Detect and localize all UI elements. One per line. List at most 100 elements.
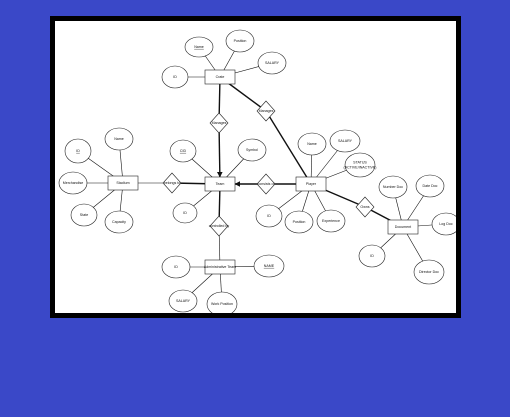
attribute-label: ID bbox=[370, 254, 374, 258]
relationship-diamond bbox=[256, 173, 276, 195]
entity-label: Stadium bbox=[116, 181, 129, 185]
attribute-label: ID bbox=[76, 149, 80, 153]
relationship-manages2[interactable]: Manages bbox=[256, 100, 276, 122]
attribute-player-experience[interactable]: Experience bbox=[316, 209, 346, 233]
attribute-label: Work Position bbox=[211, 302, 233, 306]
relationship-label: Owns bbox=[360, 205, 369, 209]
attribute-crate-id[interactable]: ID bbox=[161, 65, 189, 89]
attribute-admin-name[interactable]: NAME bbox=[253, 254, 285, 278]
attribute-label: SALARY bbox=[176, 299, 191, 303]
attribute-ellipse bbox=[64, 138, 92, 164]
attribute-ellipse bbox=[58, 171, 88, 195]
attribute-doc-number[interactable]: Number Doc bbox=[378, 175, 408, 199]
entity-box bbox=[204, 176, 236, 192]
attribute-label: (ACTIVE/INACTIVE) bbox=[344, 165, 377, 169]
attribute-ellipse bbox=[415, 174, 445, 198]
entity-admin[interactable]: Administrative Team bbox=[204, 259, 236, 275]
attribute-label: Log Doc bbox=[439, 222, 453, 226]
attribute-label: Merchandise bbox=[63, 181, 84, 185]
attribute-player-id[interactable]: ID bbox=[255, 204, 283, 228]
attribute-label: Director Doc bbox=[419, 270, 439, 274]
attribute-stadium-capacity[interactable]: Capacity bbox=[104, 210, 134, 234]
attribute-label: SALARY bbox=[338, 139, 353, 143]
attribute-ellipse bbox=[329, 129, 361, 153]
attribute-stadium-merch[interactable]: Merchandise bbox=[58, 171, 88, 195]
entity-label: Crate bbox=[216, 75, 225, 79]
attribute-ellipse bbox=[161, 255, 191, 279]
attribute-player-name[interactable]: Name bbox=[297, 132, 327, 156]
attribute-label: ID bbox=[267, 214, 271, 218]
attribute-ellipse bbox=[255, 204, 283, 228]
entity-box bbox=[387, 219, 419, 235]
attribute-doc-director[interactable]: Director Doc bbox=[413, 259, 445, 285]
attribute-doc-id[interactable]: ID bbox=[358, 244, 386, 268]
attribute-team-cid[interactable]: CID bbox=[169, 139, 197, 163]
attribute-label: ID bbox=[183, 211, 187, 215]
attribute-ellipse bbox=[206, 291, 238, 313]
relationship-consists[interactable]: consists of bbox=[256, 173, 276, 195]
attribute-label: ID bbox=[173, 75, 177, 79]
relationship-label: consists of bbox=[258, 182, 275, 186]
attribute-stadium-name[interactable]: Name bbox=[104, 127, 134, 151]
relationship-owns[interactable]: Owns bbox=[355, 196, 375, 218]
attribute-label: Date Doc bbox=[423, 184, 438, 188]
relationship-controlled[interactable]: controlled by bbox=[209, 215, 230, 237]
attribute-label: ID bbox=[174, 265, 178, 269]
attribute-label: State bbox=[80, 213, 88, 217]
attribute-label: STATUS bbox=[353, 160, 367, 164]
attribute-ellipse bbox=[104, 210, 134, 234]
relationship-label: belongs to bbox=[164, 181, 181, 185]
attribute-team-id[interactable]: ID bbox=[172, 202, 198, 224]
entity-player[interactable]: Player bbox=[295, 176, 327, 192]
attribute-ellipse bbox=[237, 138, 267, 162]
attribute-ellipse bbox=[253, 254, 285, 278]
attribute-admin-salary[interactable]: SALARY bbox=[168, 289, 198, 313]
attribute-doc-date[interactable]: Date Doc bbox=[415, 174, 445, 198]
attribute-player-position[interactable]: Position bbox=[284, 210, 314, 234]
relationship-diamond bbox=[355, 196, 375, 218]
entity-box bbox=[204, 69, 236, 85]
attribute-crate-name[interactable]: Name bbox=[184, 36, 214, 58]
attribute-admin-workpos[interactable]: Work Position bbox=[206, 291, 238, 313]
entity-label: Document bbox=[395, 225, 411, 229]
attribute-label: NAME bbox=[264, 264, 275, 268]
entity-crate[interactable]: Crate bbox=[204, 69, 236, 85]
relationship-belongs[interactable]: belongs to bbox=[162, 172, 182, 194]
entity-document[interactable]: Document bbox=[387, 219, 419, 235]
entity-stadium[interactable]: Stadium bbox=[107, 175, 139, 191]
attribute-label: CID bbox=[180, 149, 187, 153]
attribute-ellipse bbox=[413, 259, 445, 285]
attribute-doc-log[interactable]: Log Doc bbox=[431, 212, 456, 236]
attribute-team-symbol[interactable]: Symbol bbox=[237, 138, 267, 162]
relationship-manages[interactable]: Manages bbox=[209, 112, 229, 134]
attribute-ellipse bbox=[169, 139, 197, 163]
attribute-ellipse bbox=[316, 209, 346, 233]
entity-box bbox=[204, 259, 236, 275]
relationship-diamond bbox=[162, 172, 182, 194]
entity-box bbox=[107, 175, 139, 191]
attribute-label: Position bbox=[234, 39, 247, 43]
attribute-stadium-state[interactable]: State bbox=[70, 203, 98, 227]
attribute-label: Position bbox=[293, 220, 306, 224]
relationship-label: controlled by bbox=[209, 224, 230, 228]
attribute-player-status[interactable]: STATUS(ACTIVE/INACTIVE) bbox=[344, 152, 377, 178]
attribute-label: Name bbox=[194, 45, 204, 49]
attribute-ellipse bbox=[358, 244, 386, 268]
attribute-ellipse bbox=[257, 51, 287, 75]
attribute-ellipse bbox=[378, 175, 408, 199]
attribute-ellipse bbox=[70, 203, 98, 227]
attribute-label: SALARY bbox=[265, 61, 280, 65]
entity-team[interactable]: Team bbox=[204, 176, 236, 192]
attribute-admin-id[interactable]: ID bbox=[161, 255, 191, 279]
attribute-crate-salary[interactable]: SALARY bbox=[257, 51, 287, 75]
attribute-ellipse bbox=[161, 65, 189, 89]
attribute-stadium-id[interactable]: ID bbox=[64, 138, 92, 164]
attribute-crate-position[interactable]: Position bbox=[225, 29, 255, 53]
relationship-diamond bbox=[209, 215, 229, 237]
attribute-player-salary[interactable]: SALARY bbox=[329, 129, 361, 153]
attribute-ellipse bbox=[104, 127, 134, 151]
attribute-ellipse bbox=[344, 152, 376, 178]
